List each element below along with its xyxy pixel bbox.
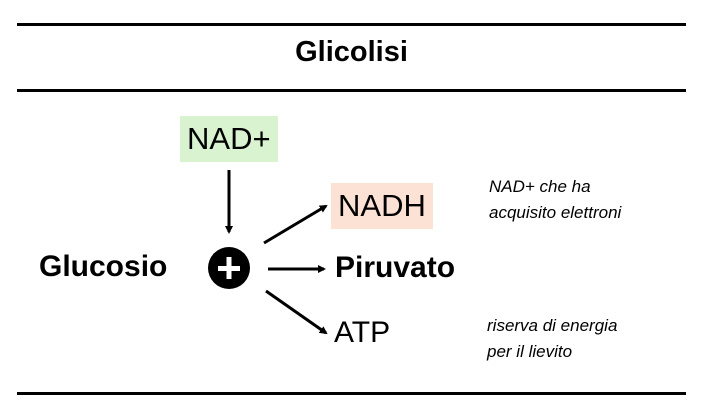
piruvato-label: Piruvato xyxy=(335,251,456,284)
arrow-to-atp xyxy=(265,289,328,335)
glucose-label: Glucosio xyxy=(39,250,168,283)
nad-plus-box: NAD+ xyxy=(180,116,278,162)
atp-note-line1: riserva di energia xyxy=(487,316,618,335)
plus-circle-icon xyxy=(208,247,250,289)
atp-note-line2: per il lievito xyxy=(487,342,573,361)
bottom-rule xyxy=(17,392,686,395)
arrow-to-nadh xyxy=(263,204,328,245)
top-rule xyxy=(17,23,686,26)
diagram-title: Glicolisi xyxy=(295,36,408,68)
nadh-box: NADH xyxy=(331,183,433,229)
title-rule xyxy=(17,89,686,92)
nadh-note-line2: acquisito elettroni xyxy=(489,203,622,222)
nadh-note: NAD+ che ha acquisito elettroni xyxy=(489,174,621,226)
atp-note: riserva di energia per il lievito xyxy=(487,313,617,365)
atp-label: ATP xyxy=(334,316,391,349)
nadh-note-line1: NAD+ che ha xyxy=(489,177,591,196)
